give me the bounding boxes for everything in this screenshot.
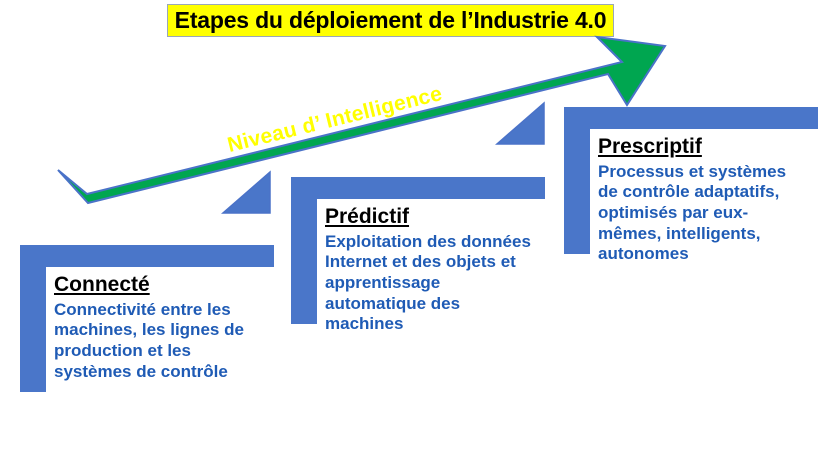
step-block-predictif[interactable]: Prédictif Exploitation des données Inter…	[291, 177, 545, 376]
step-body-predictif: Exploitation des données Internet et des…	[325, 231, 531, 334]
diagram-title-box: Etapes du déploiement de l’Industrie 4.0	[167, 4, 614, 37]
step-heading-connecte: Connecté	[54, 273, 150, 296]
step-content-connecte: Connecté Connectivité entre les machines…	[46, 267, 274, 392]
step-content-predictif: Prédictif Exploitation des données Inter…	[317, 199, 545, 376]
step-body-connecte: Connectivité entre les machines, les lig…	[54, 299, 244, 381]
step-body-prescriptif: Processus et systèmes de contrôle adapta…	[598, 161, 787, 264]
step-block-prescriptif[interactable]: Prescriptif Processus et systèmes de con…	[564, 107, 818, 306]
step-riser-2	[494, 101, 545, 145]
step-block-connecte[interactable]: Connecté Connectivité entre les machines…	[20, 245, 274, 392]
arrow-label: Niveau d’ Intelligence	[225, 82, 445, 157]
page-title: Etapes du déploiement de l’Industrie 4.0	[174, 7, 607, 33]
step-heading-prescriptif: Prescriptif	[598, 135, 702, 158]
step-content-prescriptif: Prescriptif Processus et systèmes de con…	[590, 129, 818, 306]
step-heading-predictif: Prédictif	[325, 205, 410, 228]
step-riser-1	[220, 170, 271, 214]
